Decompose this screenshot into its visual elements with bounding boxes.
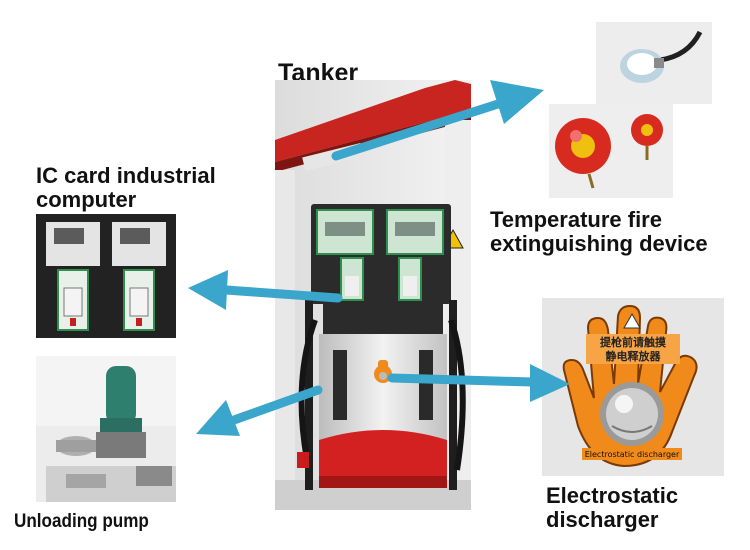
unloading-pump-photo (36, 356, 176, 502)
unloading-pump-label: Unloading pump (14, 511, 149, 532)
discharger-plate-line2: 静电释放器 (606, 349, 662, 363)
sensor-photo (596, 22, 712, 104)
electrostatic-discharger-label: Electrostatic discharger (546, 484, 678, 532)
electrostatic-discharger-photo: 提枪前请触摸 静电释放器 Electrostatic discharger (542, 298, 724, 476)
fuel-dispenser-photo (275, 80, 471, 510)
temperature-extinguisher-label: Temperature fire extinguishing device (490, 208, 708, 256)
ic-card-computer-photo (36, 214, 176, 338)
electrostatic-label-line2: discharger (546, 506, 659, 532)
electrostatic-label-line1: Electrostatic (546, 483, 679, 508)
discharger-plate-line1: 提枪前请触摸 (600, 335, 667, 349)
temperature-label-line2: extinguishing device (490, 230, 708, 256)
ic-card-label-line1: IC card industrial (36, 163, 216, 188)
ic-card-label-line2: computer (36, 186, 137, 212)
fire-extinguisher-balls-photo (549, 104, 673, 198)
ic-card-computer-label: IC card industrial computer (36, 164, 216, 212)
discharger-plate-caption: Electrostatic discharger (585, 450, 680, 459)
temperature-label-line1: Temperature fire (490, 207, 662, 232)
